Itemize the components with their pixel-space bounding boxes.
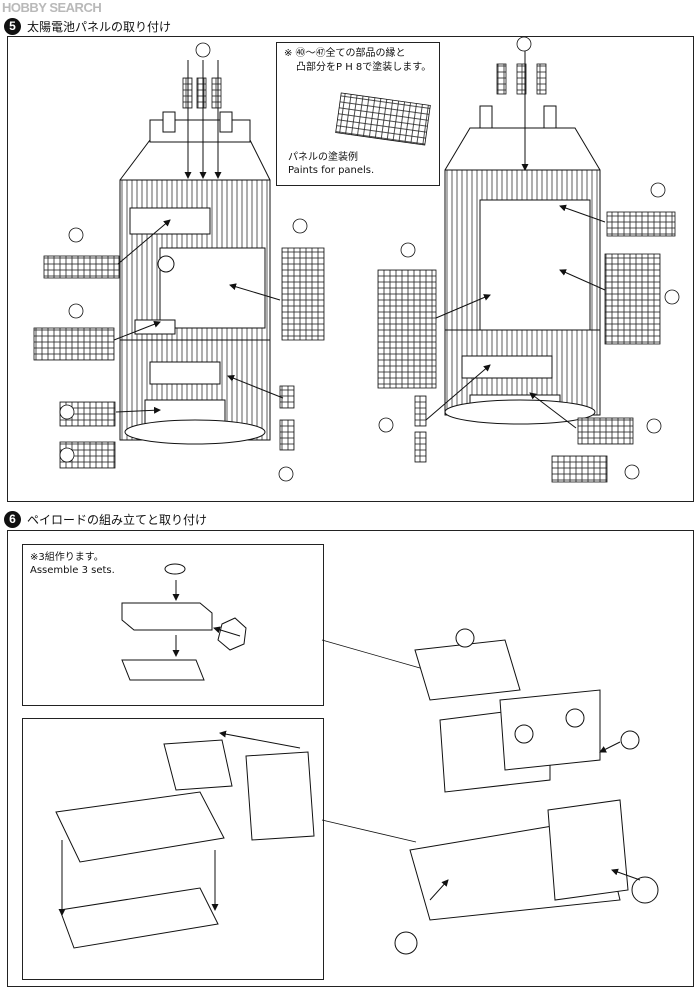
paint-note-line2: 凸部分をP H 8で塗装します。 [296,62,432,73]
payload-subassembly-bottom [55,739,315,949]
step5-number: 5 [4,17,21,35]
htv-module-right [444,105,601,425]
step6-title: ペイロードの組み立てと取り付け [27,512,208,527]
solar-panels-left [33,77,325,469]
paint-note-box [276,42,440,186]
callout-lines-step6 [321,639,421,843]
subassembly-box-a [22,544,324,706]
payload-subassembly-top [121,563,247,681]
assemble-note-en: Assemble 3 sets. [30,565,115,576]
step6-panel [7,530,694,987]
step6-number: 6 [4,510,21,528]
panel-paint-caption-jp: パネルの塗装例 [288,152,358,163]
payload-assembly-main [394,628,659,955]
step5-title: 太陽電池パネルの取り付け [27,19,172,34]
step6-header: 6 ペイロードの組み立てと取り付け [4,509,207,529]
arrows-step6 [58,580,641,916]
step5-panel [7,36,694,502]
arrows-step5 [113,50,606,429]
subassembly-box-b [22,718,324,980]
assemble-note-jp: ※3組作ります。 [30,552,104,563]
part-labels-step5 [59,36,680,482]
panel-paint-caption-en: Paints for panels. [288,165,375,176]
watermark: HOBBY SEARCH [2,0,102,15]
paint-note-line1: ※ ㊵〜㊼全ての部品の縁と [284,48,406,59]
step5-header: 5 太陽電池パネルの取り付け [4,16,171,36]
htv-module-left [119,111,271,445]
solar-panels-right [335,63,676,483]
